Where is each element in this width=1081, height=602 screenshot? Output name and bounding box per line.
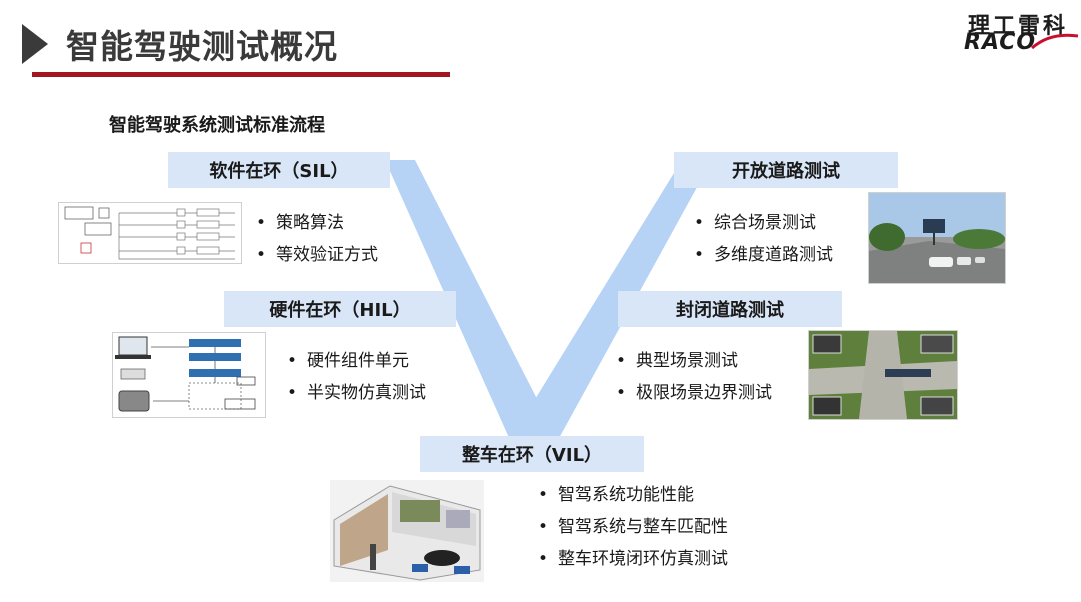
vil-bullet-list: •智驾系统功能性能 •智驾系统与整车匹配性 •整车环境闭环仿真测试	[538, 479, 728, 575]
closed-road-bullet-list: •典型场景测试 •极限场景边界测试	[616, 345, 772, 409]
list-item: •整车环境闭环仿真测试	[538, 549, 728, 569]
list-item: •极限场景边界测试	[616, 383, 772, 403]
vil-scene-image	[330, 480, 484, 582]
stage-box-vil: 整车在环（VIL）	[420, 436, 644, 472]
v-right-arm	[510, 160, 712, 440]
diagram-subtitle: 智能驾驶系统测试标准流程	[109, 115, 325, 136]
list-item: •智驾系统与整车匹配性	[538, 517, 728, 537]
stage-label-open-road: 开放道路测试	[732, 161, 840, 182]
open-road-bullet-list: •综合场景测试 •多维度道路测试	[694, 207, 833, 271]
page-title: 智能驾驶测试概况	[66, 27, 338, 66]
hil-diagram-image	[112, 332, 266, 418]
stage-box-closed-road: 封闭道路测试	[618, 291, 842, 327]
list-item: •半实物仿真测试	[287, 383, 426, 403]
logo-cn: 理工雷科	[968, 14, 1069, 39]
list-item: •智驾系统功能性能	[538, 485, 694, 505]
list-item: •多维度道路测试	[694, 245, 833, 265]
logo-swoosh-icon	[1031, 33, 1079, 50]
stage-label-vil: 整车在环（VIL）	[461, 445, 603, 466]
hil-bullet-list: •硬件组件单元 •半实物仿真测试	[287, 345, 426, 409]
list-item: •策略算法	[256, 213, 344, 233]
title-underline	[32, 72, 450, 77]
stage-label-closed-road: 封闭道路测试	[676, 300, 784, 321]
logo-en: RACO	[964, 30, 1037, 55]
stage-label-hil: 硬件在环（HIL）	[269, 300, 411, 321]
header-arrow-icon	[22, 24, 48, 64]
stage-box-hil: 硬件在环（HIL）	[224, 291, 456, 327]
list-item: •硬件组件单元	[287, 351, 409, 371]
list-item: •典型场景测试	[616, 351, 738, 371]
stage-box-open-road: 开放道路测试	[674, 152, 898, 188]
open-road-photo	[868, 192, 1006, 284]
list-item: •等效验证方式	[256, 245, 378, 265]
closed-road-photo	[808, 330, 958, 420]
stage-label-sil: 软件在环（SIL）	[209, 161, 349, 182]
stage-box-sil: 软件在环（SIL）	[168, 152, 390, 188]
sil-diagram-image	[58, 202, 242, 264]
v-left-arm	[385, 160, 558, 440]
sil-bullet-list: •策略算法 •等效验证方式	[256, 207, 378, 271]
list-item: •综合场景测试	[694, 213, 816, 233]
